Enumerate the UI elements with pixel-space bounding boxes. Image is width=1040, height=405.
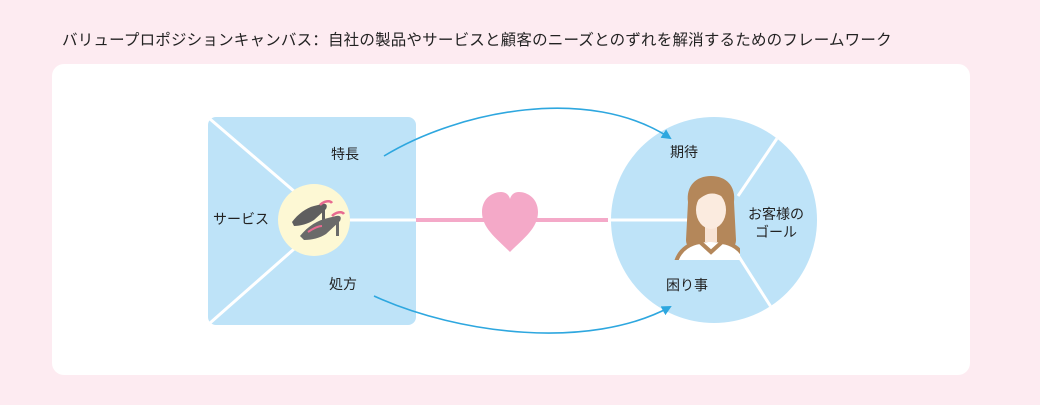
arrow-features-to-expectations	[383, 107, 672, 157]
woman-avatar-icon	[674, 176, 740, 260]
page-title: バリュープロポジションキャンバス：自社の製品やサービスと顧客のニーズとのずれを解…	[62, 31, 892, 49]
fit-connector	[416, 192, 608, 252]
customer-goal-label: お客様の ゴール	[746, 206, 806, 242]
features-label: 特長	[331, 147, 359, 163]
services-label: サービス	[213, 212, 269, 228]
arrow-remedies-to-problems	[373, 295, 672, 334]
remedies-label: 処方	[329, 277, 357, 293]
goal-line-1: お客様の	[748, 207, 804, 223]
expectations-label: 期待	[670, 145, 698, 161]
problems-label: 困り事	[666, 278, 708, 294]
goal-line-2: ゴール	[755, 225, 797, 241]
heart-icon	[482, 192, 538, 252]
high-heels-icon	[278, 184, 350, 256]
